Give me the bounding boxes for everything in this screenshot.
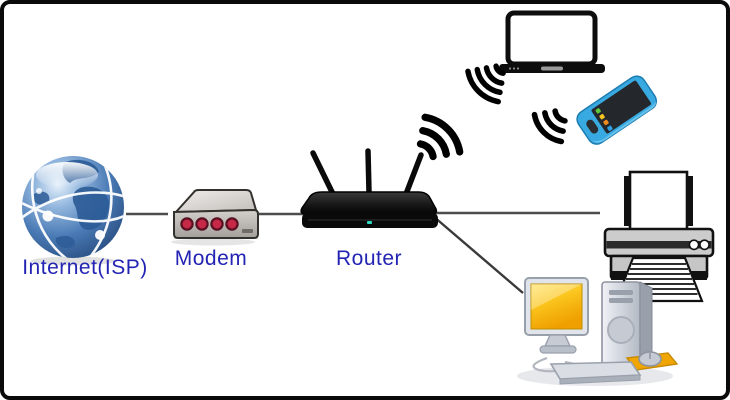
desktop-keyboard bbox=[549, 361, 642, 385]
wifi-signal-laptop-icon bbox=[465, 63, 506, 105]
laptop-latch bbox=[541, 66, 563, 71]
router-icon bbox=[300, 148, 438, 228]
wifi-signal-phone-icon bbox=[531, 108, 568, 145]
modem-icon bbox=[171, 189, 259, 246]
laptop-icon bbox=[499, 10, 605, 73]
wifi-signal-router-icon bbox=[416, 113, 464, 161]
desktop-computer-icon bbox=[517, 277, 679, 386]
globe-gloss bbox=[36, 162, 98, 188]
phone-app-icons bbox=[595, 108, 613, 132]
smartphone-icon bbox=[576, 75, 658, 145]
desktop-monitor bbox=[524, 277, 589, 354]
printer-icon bbox=[603, 170, 715, 303]
link-router-desktop bbox=[432, 215, 524, 294]
desktop-tower bbox=[601, 281, 653, 368]
globe-shadow bbox=[31, 256, 115, 266]
globe-continents bbox=[22, 156, 124, 258]
printer-input-paper bbox=[628, 170, 689, 236]
router-label: Router bbox=[335, 247, 403, 270]
modem-brand-plate bbox=[242, 229, 253, 233]
modem-status-lights bbox=[180, 217, 239, 231]
router-top-face bbox=[300, 191, 438, 215]
laptop-screen bbox=[505, 10, 598, 67]
globe-icon bbox=[22, 156, 124, 266]
printer-buttons bbox=[688, 239, 710, 251]
connection-lines bbox=[126, 211, 600, 294]
phone-home-button bbox=[586, 119, 599, 134]
modem-top-face bbox=[173, 189, 258, 214]
router-antennas bbox=[310, 148, 424, 197]
router-led bbox=[367, 221, 372, 224]
modem-label: Modem bbox=[174, 247, 248, 270]
internet-label: Internet(ISP) bbox=[22, 256, 148, 279]
